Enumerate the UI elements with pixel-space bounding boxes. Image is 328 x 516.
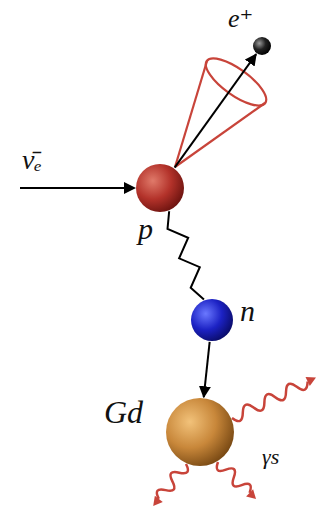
neutrino-arrow bbox=[20, 187, 128, 189]
sphere-shape bbox=[166, 398, 234, 466]
neutron-particle: n bbox=[191, 299, 233, 341]
gamma-label: γs bbox=[262, 446, 279, 468]
antineutrino-label: ν̄ₑ bbox=[22, 146, 42, 174]
positron-track bbox=[175, 54, 257, 168]
gamma-ray bbox=[157, 382, 308, 499]
sphere bbox=[166, 398, 234, 466]
sphere-shape bbox=[136, 164, 184, 212]
particle-label: e⁺ bbox=[228, 6, 253, 32]
capture-arrow bbox=[204, 342, 210, 397]
proton-particle: p bbox=[136, 164, 184, 212]
sphere-shape bbox=[253, 37, 271, 55]
gadolinium-nucleus: Gd bbox=[166, 398, 234, 466]
particle-label: n bbox=[240, 296, 255, 326]
emission-cone bbox=[175, 50, 273, 167]
particle-label: p bbox=[138, 214, 153, 244]
sphere-shape bbox=[191, 299, 233, 341]
sphere bbox=[191, 299, 233, 341]
sphere bbox=[136, 164, 184, 212]
gamma-arrowhead bbox=[153, 377, 316, 506]
neutrino-arrowhead bbox=[124, 182, 136, 194]
sphere bbox=[253, 37, 271, 55]
particle-label: Gd bbox=[104, 396, 143, 428]
positron-particle: e⁺ bbox=[253, 37, 271, 55]
neutron-track bbox=[168, 211, 204, 299]
